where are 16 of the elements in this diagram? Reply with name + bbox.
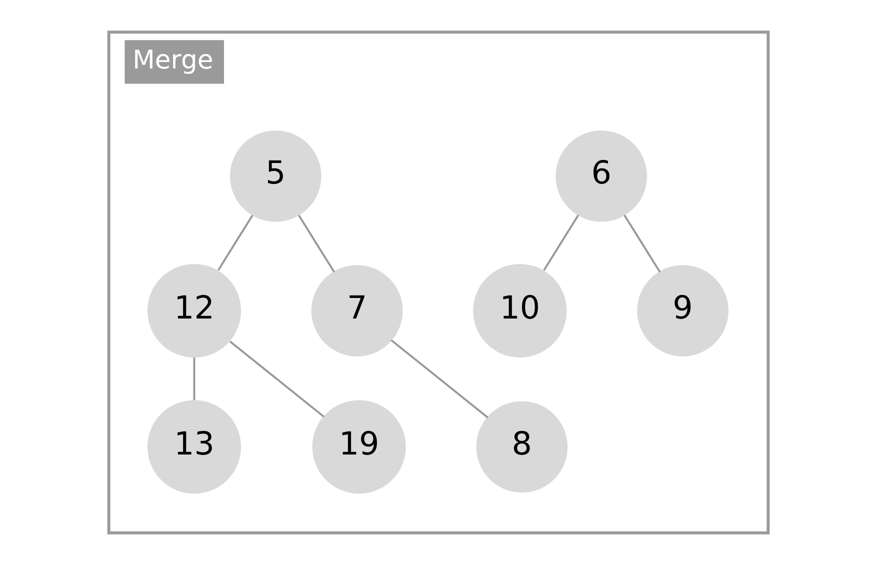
connector [216,214,253,271]
node-circle: 8 [476,401,568,493]
connector [542,214,579,271]
node-circle: 9 [636,265,728,356]
node-circle: 6 [555,130,647,222]
connector [192,358,195,400]
connector [228,340,324,418]
connector [390,339,488,418]
node-circle: 10 [472,264,566,358]
node-circle: 19 [312,400,406,494]
node-circle: 5 [229,130,321,222]
connector [297,214,335,273]
connector [623,214,660,273]
node-circle: 13 [146,400,241,494]
node-circle: 7 [310,265,402,356]
node-circle: 12 [146,264,241,358]
